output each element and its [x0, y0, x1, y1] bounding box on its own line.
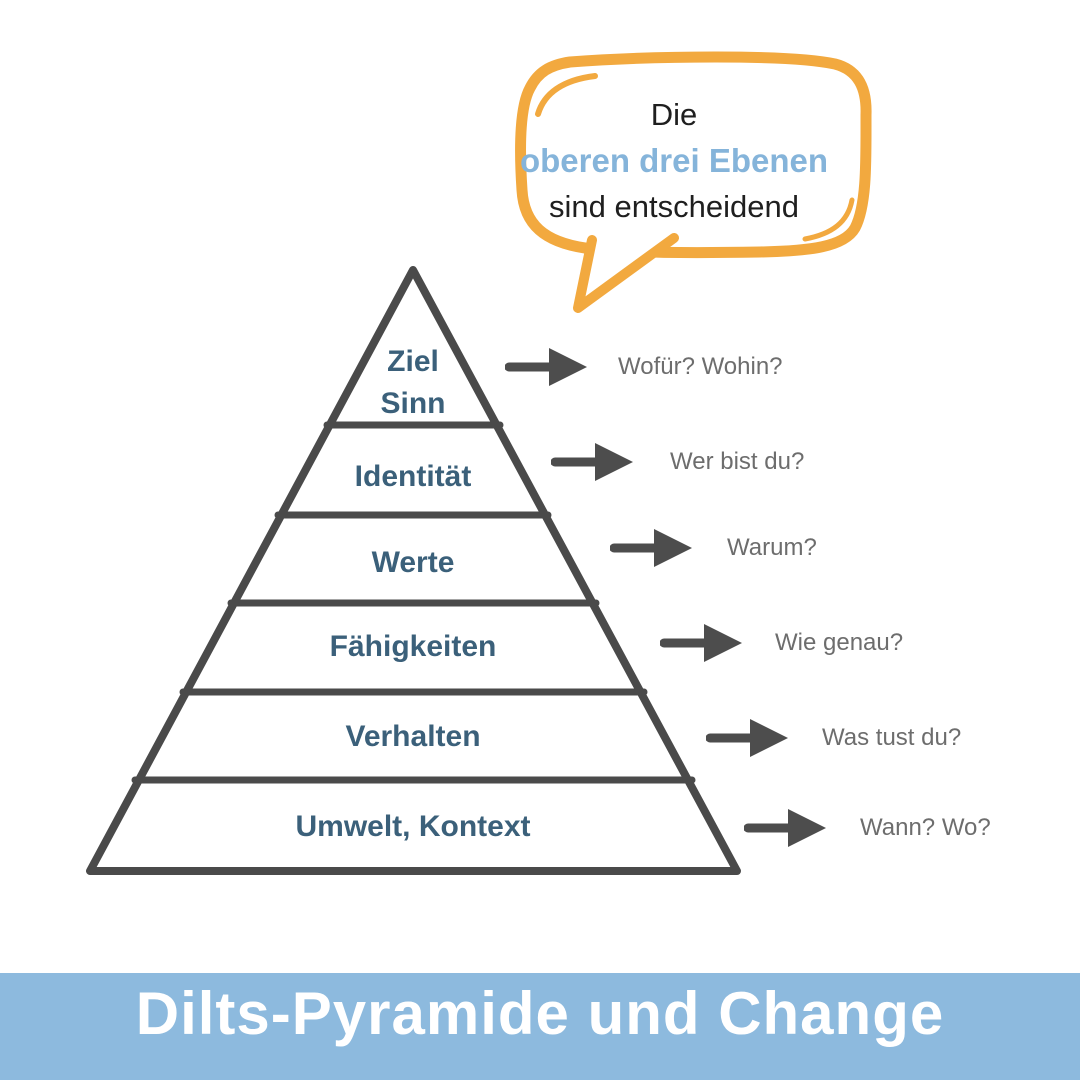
- arrow-right-icon: [744, 809, 826, 847]
- footer-title: Dilts-Pyramide und Change: [135, 980, 945, 1047]
- speech-bubble-text: Die oberen drei Ebenen sind entscheidend: [500, 92, 848, 230]
- arrow-right-icon: [610, 529, 692, 567]
- level-label-sinn: Sinn: [380, 387, 446, 420]
- question-label: Was tust du?: [822, 724, 962, 751]
- level-label-umwelt: Umwelt, Kontext: [295, 810, 531, 843]
- question-label: Wann? Wo?: [860, 814, 991, 841]
- footer-banner: Dilts-Pyramide und Change: [0, 973, 1080, 1080]
- level-label-ziel: Ziel: [387, 345, 439, 378]
- arrow-right-icon: [551, 443, 633, 481]
- question-label: Wie genau?: [775, 629, 904, 656]
- arrow-right-icon: [660, 624, 742, 662]
- question-label: Wofür? Wohin?: [618, 353, 783, 380]
- arrow-right-icon: [505, 348, 587, 386]
- bubble-line-highlight: oberen drei Ebenen: [519, 142, 829, 179]
- arrow-right-icon: [706, 719, 788, 757]
- bubble-line: Die: [650, 97, 698, 132]
- speech-bubble-icon: [514, 51, 872, 313]
- pyramid-icon: [86, 266, 741, 875]
- question-label: Wer bist du?: [670, 448, 805, 475]
- bubble-line: sind entscheidend: [549, 189, 799, 224]
- level-label-faehigkeiten: Fähigkeiten: [329, 630, 497, 663]
- question-label: Warum?: [727, 534, 817, 561]
- level-label-verhalten: Verhalten: [345, 720, 481, 753]
- level-label-werte: Werte: [371, 546, 455, 579]
- level-label-identitaet: Identität: [354, 460, 472, 493]
